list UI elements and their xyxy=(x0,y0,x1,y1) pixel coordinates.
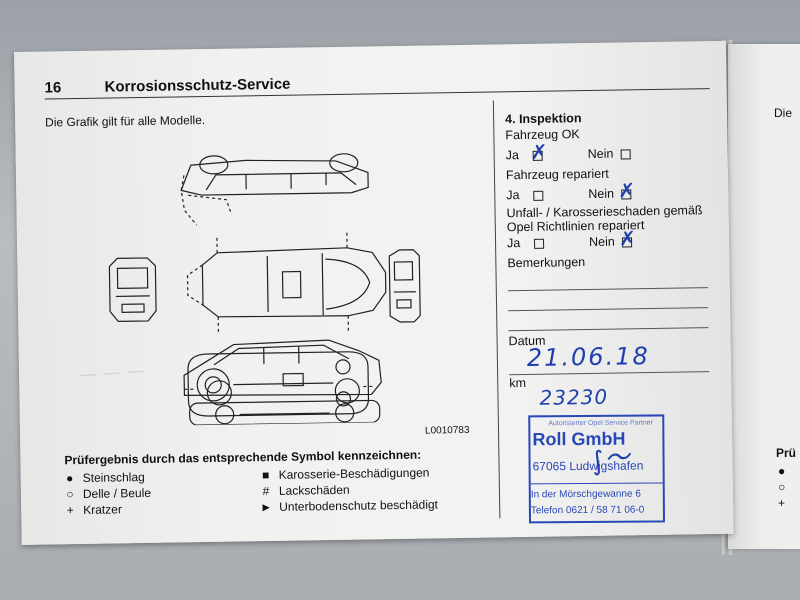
handwritten-check-no-3: ✗ xyxy=(618,226,636,251)
no-label: Nein xyxy=(588,234,615,249)
underbody-damage-symbol: ► xyxy=(260,500,273,515)
remarks-line-3[interactable] xyxy=(508,327,709,332)
right-legend-dot: ● xyxy=(778,464,786,478)
stamp-phone: Telefon 0621 / 58 71 06-0 xyxy=(530,504,645,517)
manual-page: 16 Korrosionsschutz-Service Die Grafik g… xyxy=(14,40,734,545)
dent-symbol: ○ xyxy=(66,487,74,502)
handwritten-date: 21.06.18 xyxy=(526,342,650,372)
handwritten-signature: ∫〜 xyxy=(588,441,633,478)
car-underbody-view xyxy=(189,399,381,426)
handwritten-km: 23230 xyxy=(539,384,609,410)
yes-label: Ja xyxy=(505,148,519,163)
yes-label: Ja xyxy=(506,236,521,251)
right-page-legend-start: Prü xyxy=(776,446,797,460)
yes-label: Ja xyxy=(506,188,520,203)
stamp-divider xyxy=(530,482,663,485)
no-label: Nein xyxy=(588,186,615,201)
inspection-title: 4. Inspektion xyxy=(505,111,582,127)
legend-label: Unterbodenschutz beschädigt xyxy=(279,497,439,514)
vehicle-diagram xyxy=(108,153,421,426)
remarks-line-2[interactable] xyxy=(508,307,709,312)
option-yes-2[interactable]: Ja xyxy=(506,188,544,203)
right-legend-circle: ○ xyxy=(778,480,786,494)
yes-checkbox-3[interactable] xyxy=(533,238,544,249)
stone-chip-symbol: ● xyxy=(65,471,74,486)
scratch-symbol: + xyxy=(66,503,74,518)
page-number: 16 xyxy=(44,79,62,97)
question-vehicle-repaired: Fahrzeug repariert xyxy=(505,166,609,183)
car-top-view xyxy=(186,232,387,333)
car-front-view xyxy=(108,257,157,323)
no-checkbox-1[interactable] xyxy=(620,149,631,160)
car-rear-view xyxy=(388,249,421,323)
handwritten-check-no-2: ✗ xyxy=(618,178,636,203)
column-divider xyxy=(492,100,501,519)
remarks-label: Bemerkungen xyxy=(507,255,586,271)
question-accident-line1: Unfall- / Karosserieschaden gemäß xyxy=(506,203,703,221)
right-page-intro: Die xyxy=(774,106,793,120)
legend-label: Kratzer xyxy=(83,502,122,517)
intro-text: Die Grafik gilt für alle Modelle. xyxy=(45,113,206,130)
underbody-detail-diagram xyxy=(183,351,374,417)
right-legend-plus: + xyxy=(778,496,786,510)
legend-label: Delle / Beule xyxy=(82,485,152,501)
option-yes-3[interactable]: Ja xyxy=(506,236,544,251)
page-title: Korrosionsschutz-Service xyxy=(104,75,291,96)
stamp-small-text: Autorisierter Opel Service Partner xyxy=(548,419,653,428)
handwritten-check-yes-1: ✗ xyxy=(530,139,548,164)
paint-damage-symbol: # xyxy=(262,484,270,499)
body-damage-symbol: ■ xyxy=(261,468,270,483)
legend-label: Steinschlag xyxy=(82,469,145,485)
stamp-street: In der Mörschgewanne 6 xyxy=(530,488,641,501)
figure-code: L0010783 xyxy=(424,424,470,437)
legend-label: Lackschäden xyxy=(278,482,350,498)
no-label: Nein xyxy=(587,146,614,162)
legend-title: Prüfergebnis durch das entsprechende Sym… xyxy=(64,447,422,468)
yes-checkbox-2[interactable] xyxy=(532,190,544,201)
remarks-line-1[interactable] xyxy=(507,287,708,292)
option-no-1[interactable]: Nein xyxy=(588,146,631,161)
right-page: Die Prü ● ○ + xyxy=(728,44,800,549)
km-label: km xyxy=(509,376,527,391)
legend-label: Karosserie-Beschädigungen xyxy=(278,465,430,482)
car-side-view-flipped xyxy=(180,153,369,226)
